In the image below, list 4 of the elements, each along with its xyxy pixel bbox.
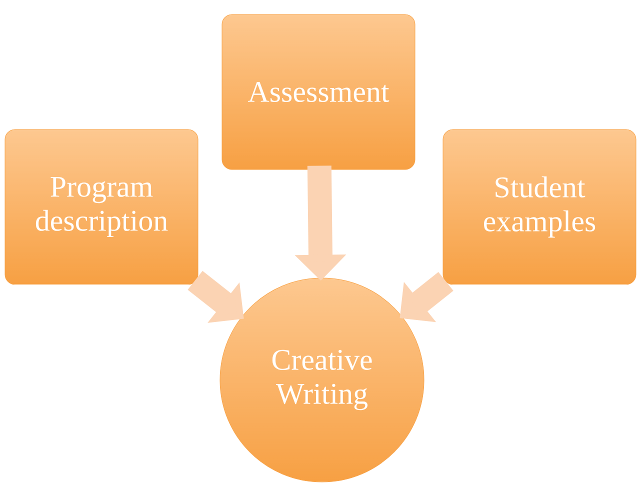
process-box: Student examples — [442, 129, 636, 285]
circle-node: Creative Writing — [220, 278, 424, 482]
process-box: Assessment — [222, 14, 416, 170]
process-box: Program description — [4, 129, 198, 285]
